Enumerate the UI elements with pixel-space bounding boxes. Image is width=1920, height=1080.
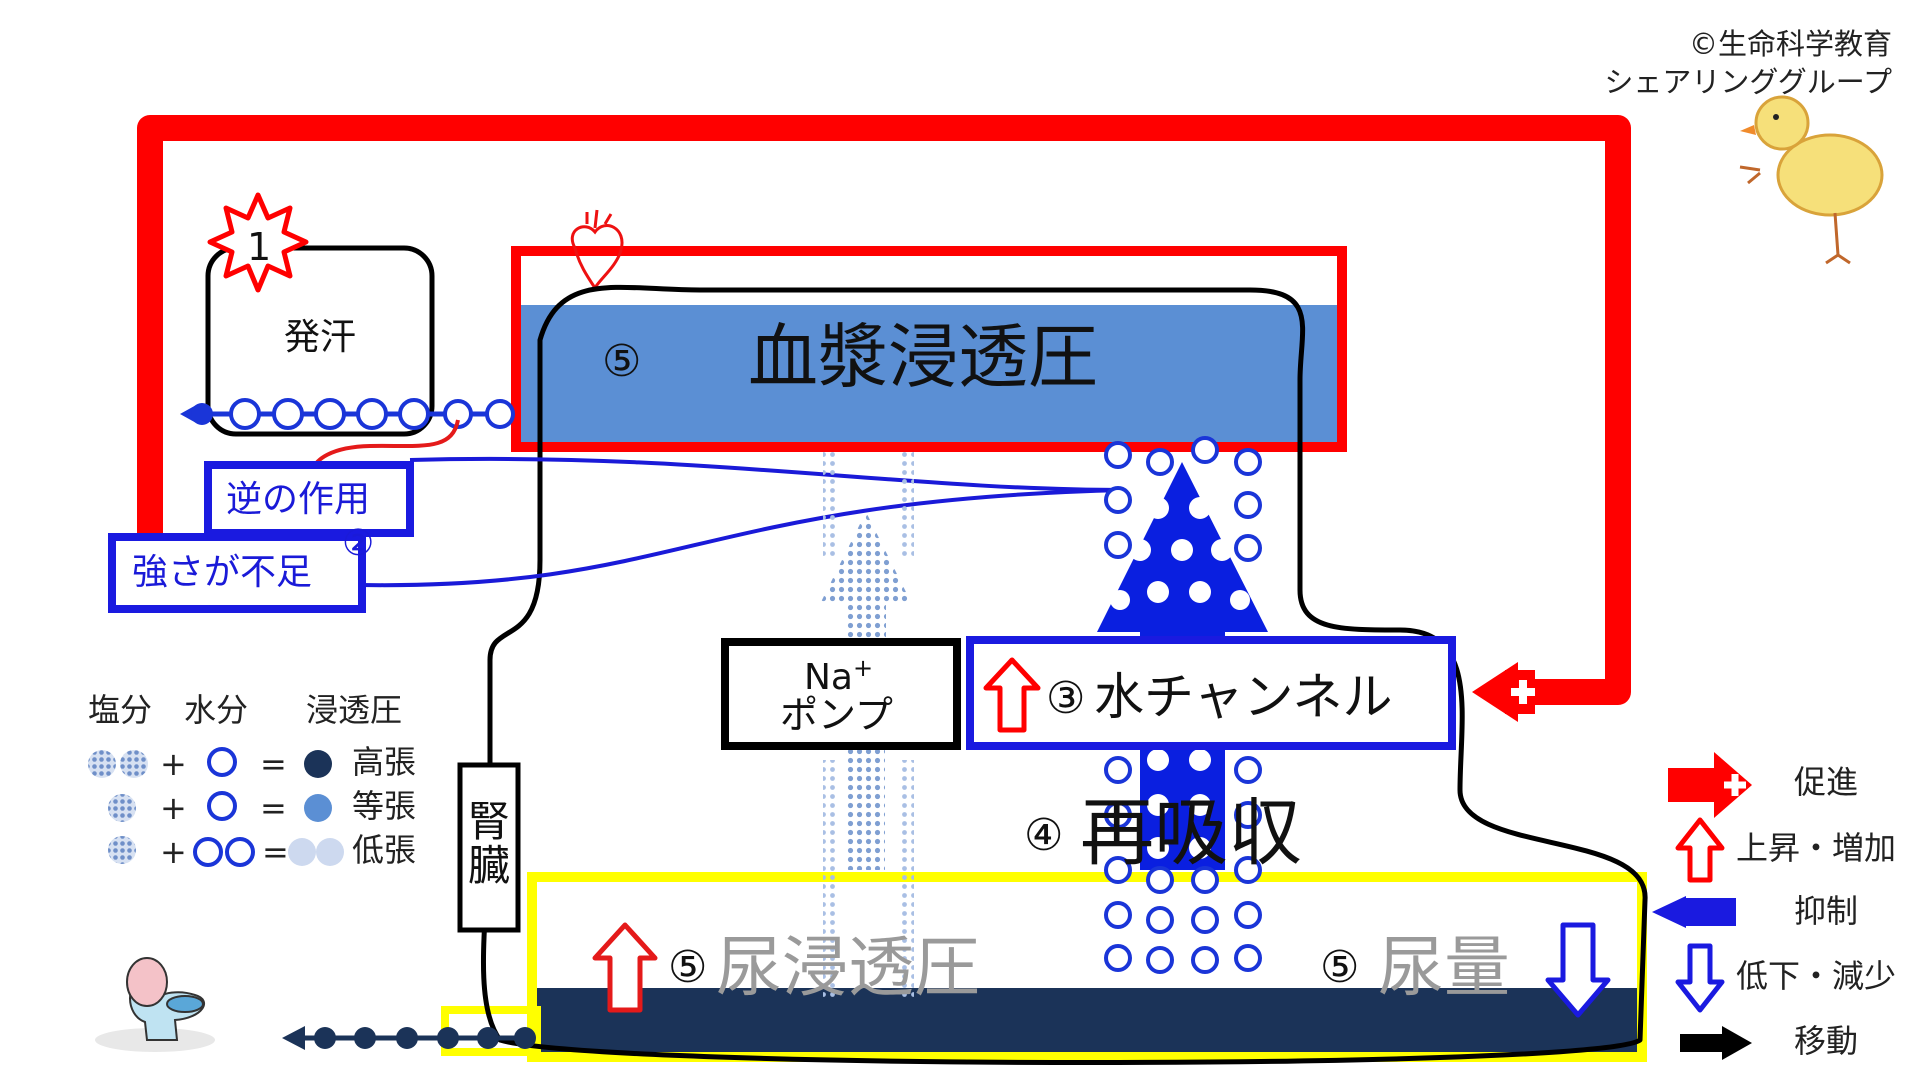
urine-vol-down-arrow-icon (1545, 922, 1611, 1018)
legend-row3-label: 低張 (352, 831, 417, 869)
sweat-badge-number: 1 (247, 225, 272, 269)
plasma-number: ⑤ (602, 336, 642, 387)
left-legend-graphics (88, 747, 344, 867)
legend-header-salt: 塩分 (88, 691, 153, 729)
starburst-icon (207, 192, 309, 293)
legend-row2-label: 等張 (352, 787, 417, 825)
legend-header-water: 水分 (184, 691, 249, 729)
legend-row1-label: 高張 (352, 743, 417, 781)
urine-outflow-arrow-icon (282, 1026, 305, 1050)
water-channel-label: 水チャンネル (1094, 668, 1393, 726)
pump-line2: ポンプ (780, 693, 893, 737)
right-legend-graphics (1652, 752, 1752, 1060)
pump-flow-column (820, 450, 914, 1000)
legend-header-osmotic: 浸透圧 (306, 691, 403, 729)
legend-decrease-label: 低下・減少 (1736, 957, 1897, 995)
urine-fill (537, 988, 1637, 1052)
urine-osm-number: ⑤ (668, 942, 708, 993)
legend-row3-plus: + (160, 833, 187, 871)
up-arrow-icon (983, 657, 1041, 733)
feedback-loop-path (137, 115, 1631, 705)
urine-vol-label: 尿量 (1378, 929, 1510, 1006)
legend-row1-plus: + (160, 745, 187, 783)
plus-icon (1511, 680, 1535, 704)
toilet-icon (95, 957, 215, 1052)
reabsorption-number: ④ (1024, 810, 1064, 861)
pump-box (721, 638, 961, 750)
inhibit-line-lower (359, 488, 1126, 588)
sweat-box (205, 245, 435, 437)
plasma-fill (521, 305, 1337, 442)
legend-move-label: 移動 (1794, 1022, 1859, 1060)
inverse-label: 逆の作用 (226, 479, 371, 520)
legend-row3-eq: = (262, 833, 289, 871)
kidney-label: 腎臓 (468, 797, 511, 891)
legend-promote-label: 促進 (1794, 763, 1859, 801)
insufficient-number: ② (342, 523, 375, 564)
sweat-label: 発汗 (284, 317, 357, 358)
water-channel-box (966, 636, 1456, 750)
inhibit-line-upper (409, 456, 1126, 492)
legend-row1-eq: = (260, 745, 287, 783)
reabsorption-label: 再吸収 (1080, 790, 1302, 876)
legend-row2-plus: + (160, 789, 187, 827)
legend-increase-label: 上昇・増加 (1736, 829, 1897, 867)
urine-osm-label: 尿浸透圧 (716, 929, 980, 1006)
urine-osm-up-arrow-icon (592, 922, 658, 1013)
insufficient-label: 強さが不足 (132, 552, 313, 593)
chick-icon (1739, 95, 1884, 265)
legend-row2-eq: = (260, 789, 287, 827)
sweat-feedback-line (310, 419, 460, 471)
urine-vol-number: ⑤ (1320, 942, 1360, 993)
kidney-outline (480, 284, 1648, 1065)
legend-inhibit-label: 抑制 (1794, 892, 1859, 930)
credit-line-2: シェアリンググループ (1604, 65, 1892, 99)
salt-dot-icon (191, 403, 213, 425)
water-flow-column (1097, 436, 1268, 974)
pump-ion-charge: + (853, 654, 874, 682)
sweat-water-circles (229, 398, 515, 430)
urine-salt-dots (314, 1027, 536, 1049)
heart-icon (571, 209, 624, 291)
pump-line1: Na+ (804, 656, 873, 696)
insufficient-box-frame (108, 533, 366, 613)
water-channel-number: ③ (1046, 673, 1086, 724)
plasma-label: 血漿浸透圧 (748, 316, 1098, 398)
pump-flow-arrow-icon (820, 512, 912, 642)
credit-line-1: ©生命科学教育 (1688, 27, 1892, 61)
kidney-label-box (457, 762, 521, 933)
pump-ion-text: Na (804, 657, 853, 698)
